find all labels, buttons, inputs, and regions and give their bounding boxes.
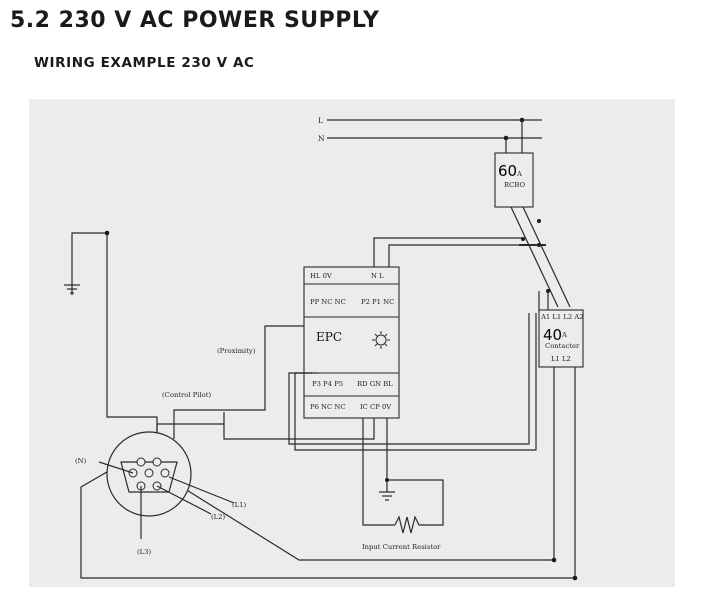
contactor-label: Contacter [545,342,580,350]
rcbo-breaker: 60 A RCBO [494,152,534,208]
l2-lead [156,485,212,515]
ground-left [64,230,110,295]
l2-label: (L2) [211,513,225,521]
epc-row1-left: HL 0V [310,272,333,280]
epc-row2-left: PP NC NC [310,298,346,306]
rcbo-label: RCBO [504,181,525,189]
power-wires-to-epc [373,237,549,310]
epc-row2-right: P2 P1 NC [361,298,394,306]
epc-row3-left: P3 P4 P5 [312,380,343,388]
proximity-label: (Proximity) [217,347,256,355]
rcbo-to-contactor-wires [510,206,571,308]
rcbo-rating: 60 [498,162,517,180]
control-pilot-label: (Control Pilot) [162,391,211,399]
signal-wire-2 [294,313,537,451]
rcbo-unit: A [516,170,522,178]
supply-lines [327,117,542,153]
l1-lead [168,476,235,504]
l1-label: (L1) [232,501,246,509]
input-current-resistor [362,418,444,534]
proximity-wire [173,325,304,439]
page-title: 5.2 230 V AC POWER SUPPLY [10,8,380,33]
epc-row4-right: IC CP 0V [360,403,392,411]
control-pilot-wire [106,233,158,439]
epc-row4-left: P6 NC NC [310,403,346,411]
n-lead [98,461,134,474]
contactor: A1 L1 L2 A2 40 A Contacter L1 L2 [538,309,584,368]
l3-label: (L3) [137,548,151,556]
resistor-label: Input Current Resistor [362,543,441,551]
status-led-icon [372,331,390,349]
contactor-unit: A [561,331,567,339]
wiring-diagram: L N 60 A RCBO A1 L1 L2 A2 40 A Contacter… [29,99,675,587]
n-label: (N) [75,457,87,465]
contactor-terminals-top: A1 L1 L2 A2 [540,313,584,321]
contactor-rating: 40 [543,326,562,344]
epc-row1-right: N L [371,272,384,280]
epc-row3-right: RD GN BL [357,380,393,388]
contactor-output-wires [80,367,578,581]
cp-to-epc-wire [223,412,375,440]
section-subtitle: WIRING EXAMPLE 230 V AC [34,55,255,71]
contactor-terminals-bottom: L1 L2 [551,355,571,363]
type2-connector [106,431,192,517]
line-n-label: N [318,134,325,143]
line-l-label: L [318,116,323,125]
epc-label: EPC [316,330,342,344]
ground-resistor [379,478,395,501]
